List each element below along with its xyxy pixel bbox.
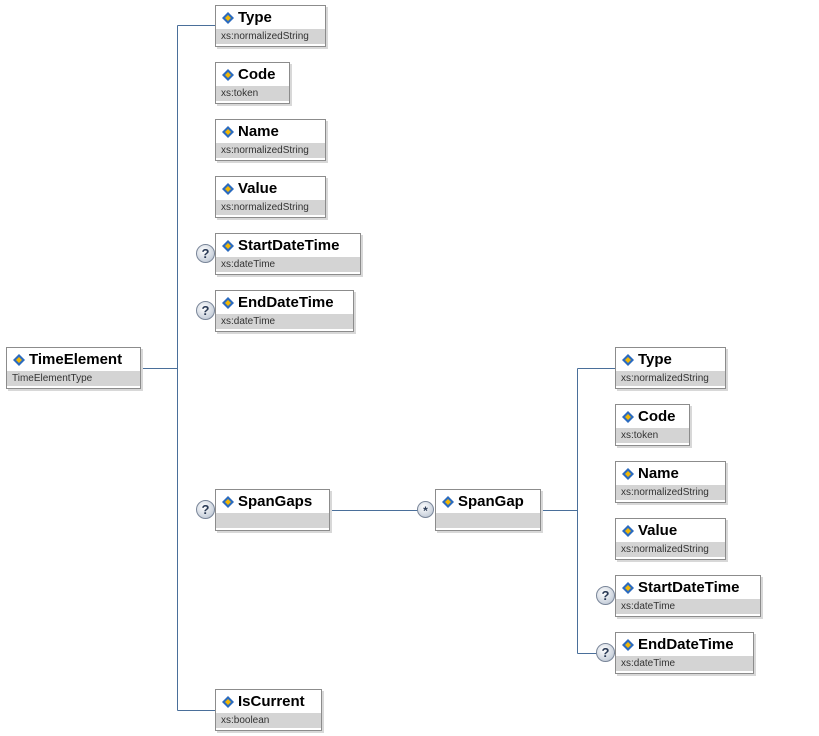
element-icon <box>622 410 634 423</box>
node-type: TimeElementType <box>7 371 140 386</box>
element-icon <box>13 353 25 366</box>
node-name[interactable]: Name xs:normalizedString <box>615 461 726 503</box>
element-icon <box>622 638 634 651</box>
element-icon <box>222 68 234 81</box>
node-type-label: xs:dateTime <box>616 599 760 614</box>
optional-occurrence-icon: ? <box>596 643 615 662</box>
node-end-date-time[interactable]: EndDateTime xs:dateTime <box>215 290 354 332</box>
element-icon <box>222 296 234 309</box>
element-icon <box>622 353 634 366</box>
node-type-label: xs:normalizedString <box>616 371 725 386</box>
node-time-element[interactable]: TimeElement TimeElementType <box>6 347 141 389</box>
node-is-current[interactable]: IsCurrent xs:boolean <box>215 689 322 731</box>
node-type-label <box>436 513 540 528</box>
node-span-gaps[interactable]: SpanGaps <box>215 489 330 531</box>
node-type-label: xs:boolean <box>216 713 321 728</box>
node-value[interactable]: Value xs:normalizedString <box>215 176 326 218</box>
node-name[interactable]: Name xs:normalizedString <box>215 119 326 161</box>
element-icon <box>222 695 234 708</box>
node-name: TimeElement <box>29 351 123 368</box>
node-name: IsCurrent <box>238 693 305 710</box>
node-name: Code <box>638 408 676 425</box>
node-type-label: xs:normalizedString <box>216 29 325 44</box>
node-name: SpanGaps <box>238 493 313 510</box>
node-type-label: xs:token <box>216 86 289 101</box>
node-name: Name <box>238 123 279 140</box>
node-name: Value <box>238 180 278 197</box>
optional-occurrence-icon: ? <box>196 244 215 263</box>
node-value[interactable]: Value xs:normalizedString <box>615 518 726 560</box>
node-code[interactable]: Code xs:token <box>215 62 290 104</box>
node-start-date-time[interactable]: StartDateTime xs:dateTime <box>615 575 761 617</box>
node-type-label: xs:dateTime <box>216 257 360 272</box>
node-name: EndDateTime <box>238 294 334 311</box>
element-icon <box>622 467 634 480</box>
node-name: SpanGap <box>458 493 524 510</box>
element-icon <box>622 524 634 537</box>
node-name: Type <box>238 9 272 26</box>
node-type-label: xs:token <box>616 428 689 443</box>
element-icon <box>222 11 234 24</box>
node-span-gap[interactable]: SpanGap <box>435 489 541 531</box>
node-name: Value <box>638 522 678 539</box>
node-name: StartDateTime <box>638 579 740 596</box>
node-type-label: xs:normalizedString <box>616 485 725 500</box>
node-type-label: xs:dateTime <box>216 314 353 329</box>
node-name: Name <box>638 465 679 482</box>
node-type[interactable]: Type xs:normalizedString <box>215 5 326 47</box>
node-name: StartDateTime <box>238 237 340 254</box>
node-code[interactable]: Code xs:token <box>615 404 690 446</box>
optional-occurrence-icon: ? <box>196 500 215 519</box>
optional-occurrence-icon: ? <box>196 301 215 320</box>
node-end-date-time[interactable]: EndDateTime xs:dateTime <box>615 632 754 674</box>
node-name: EndDateTime <box>638 636 734 653</box>
node-type[interactable]: Type xs:normalizedString <box>615 347 726 389</box>
node-type-label: xs:dateTime <box>616 656 753 671</box>
element-icon <box>222 125 234 138</box>
element-icon <box>222 495 234 508</box>
node-start-date-time[interactable]: StartDateTime xs:dateTime <box>215 233 361 275</box>
node-name: Type <box>638 351 672 368</box>
element-icon <box>222 239 234 252</box>
node-name: Code <box>238 66 276 83</box>
node-type-label: xs:normalizedString <box>216 143 325 158</box>
element-icon <box>622 581 634 594</box>
element-icon <box>442 495 454 508</box>
optional-occurrence-icon: ? <box>596 586 615 605</box>
node-type-label: xs:normalizedString <box>216 200 325 215</box>
node-type-label <box>216 513 329 528</box>
element-icon <box>222 182 234 195</box>
unbounded-occurrence-icon: * <box>417 501 434 518</box>
node-type-label: xs:normalizedString <box>616 542 725 557</box>
